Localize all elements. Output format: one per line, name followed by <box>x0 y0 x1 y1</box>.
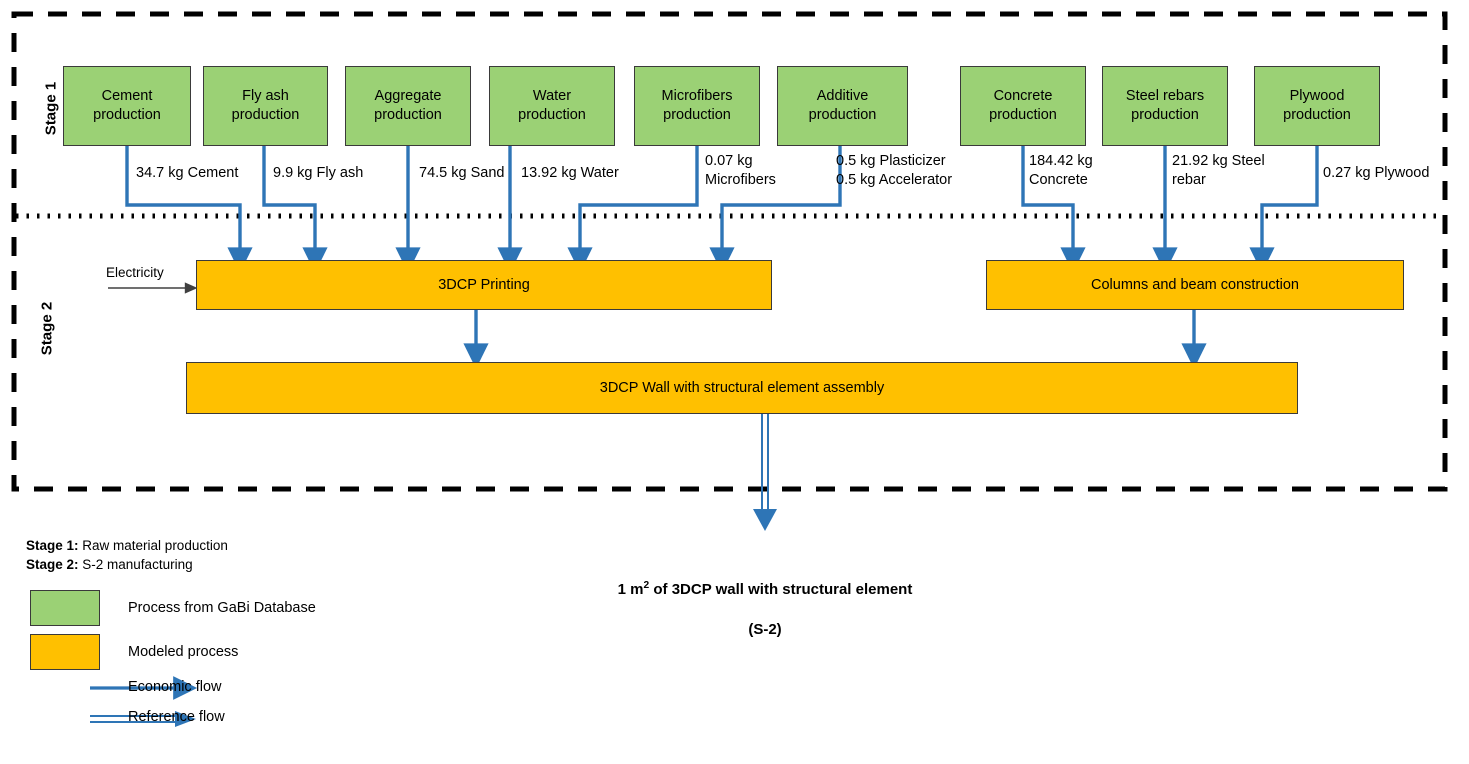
stage-note-2: Stage 2: S-2 manufacturing <box>26 557 193 572</box>
system-boundary <box>11 11 1448 492</box>
flow-label-microfibers: 0.07 kg Microfibers <box>705 153 776 188</box>
connector-plywood <box>1249 146 1319 273</box>
flow-label-plywood: 0.27 kg Plywood <box>1323 165 1430 181</box>
stage-note-1: Stage 1: Raw material production <box>26 538 228 553</box>
flow-label-additive: 0.5 kg Plasticizer 0.5 kg Accelerator <box>836 153 953 188</box>
process-box-additive[interactable]: Additive production <box>777 66 908 146</box>
electricity-input-label: Electricity <box>106 265 164 280</box>
connector-additive <box>709 146 842 273</box>
reference-flow-arrow <box>753 414 777 531</box>
process-box-water[interactable]: Water production <box>489 66 615 146</box>
process-box-columns-and-beam[interactable]: Columns and beam construction <box>986 260 1404 310</box>
flow-label-sand: 74.5 kg Sand <box>419 165 505 181</box>
process-box-3dcp-printing[interactable]: 3DCP Printing <box>196 260 772 310</box>
process-box-plywood[interactable]: Plywood production <box>1254 66 1380 146</box>
legend-label-orange: Modeled process <box>128 644 239 660</box>
process-box-microfibers[interactable]: Microfibers production <box>634 66 760 146</box>
stage-label-2: Stage 2 <box>38 301 56 356</box>
legend-swatch-green <box>30 590 100 626</box>
connector-concrete <box>1021 146 1086 273</box>
process-box-assembly[interactable]: 3DCP Wall with structural element assemb… <box>186 362 1298 414</box>
reference-flow-line2: (S-2) <box>748 621 782 638</box>
process-box-aggregate[interactable]: Aggregate production <box>345 66 471 146</box>
flow-label-cement: 34.7 kg Cement <box>136 165 239 181</box>
economic-flow-connectors <box>125 146 842 273</box>
flow-label-fly-ash: 9.9 kg Fly ash <box>273 165 364 181</box>
stage-note-2-value: S-2 manufacturing <box>78 557 193 572</box>
process-box-steel-rebars[interactable]: Steel rebars production <box>1102 66 1228 146</box>
process-box-fly-ash[interactable]: Fly ash production <box>203 66 328 146</box>
legend-label-economic-flow: Economic flow <box>128 679 222 695</box>
flow-label-concrete: 184.42 kg Concrete <box>1029 153 1093 188</box>
economic-flow-connectors-right <box>1021 146 1319 273</box>
reference-flow-caption: 1 m2 of 3DCP wall with structural elemen… <box>500 538 1030 661</box>
process-box-cement[interactable]: Cement production <box>63 66 191 146</box>
legend-label-reference-flow: Reference flow <box>128 709 225 725</box>
connector-microfibers <box>567 146 699 273</box>
stage-note-1-key: Stage 1: <box>26 538 79 553</box>
flow-label-steel-rebar: 21.92 kg Steel rebar <box>1172 153 1265 188</box>
legend-label-green: Process from GaBi Database <box>128 600 316 616</box>
connector-cement <box>125 146 253 273</box>
connector-fly-ash <box>262 146 328 273</box>
stage-note-2-key: Stage 2: <box>26 557 79 572</box>
process-box-concrete[interactable]: Concrete production <box>960 66 1086 146</box>
legend-swatch-orange <box>30 634 100 670</box>
stage-label-1: Stage 1 <box>42 81 60 136</box>
legend-reference-arrow <box>90 711 196 727</box>
flow-label-water: 13.92 kg Water <box>521 165 619 181</box>
reference-flow-line1: 1 m2 of 3DCP wall with structural elemen… <box>617 579 913 598</box>
stage-note-1-value: Raw material production <box>78 538 228 553</box>
